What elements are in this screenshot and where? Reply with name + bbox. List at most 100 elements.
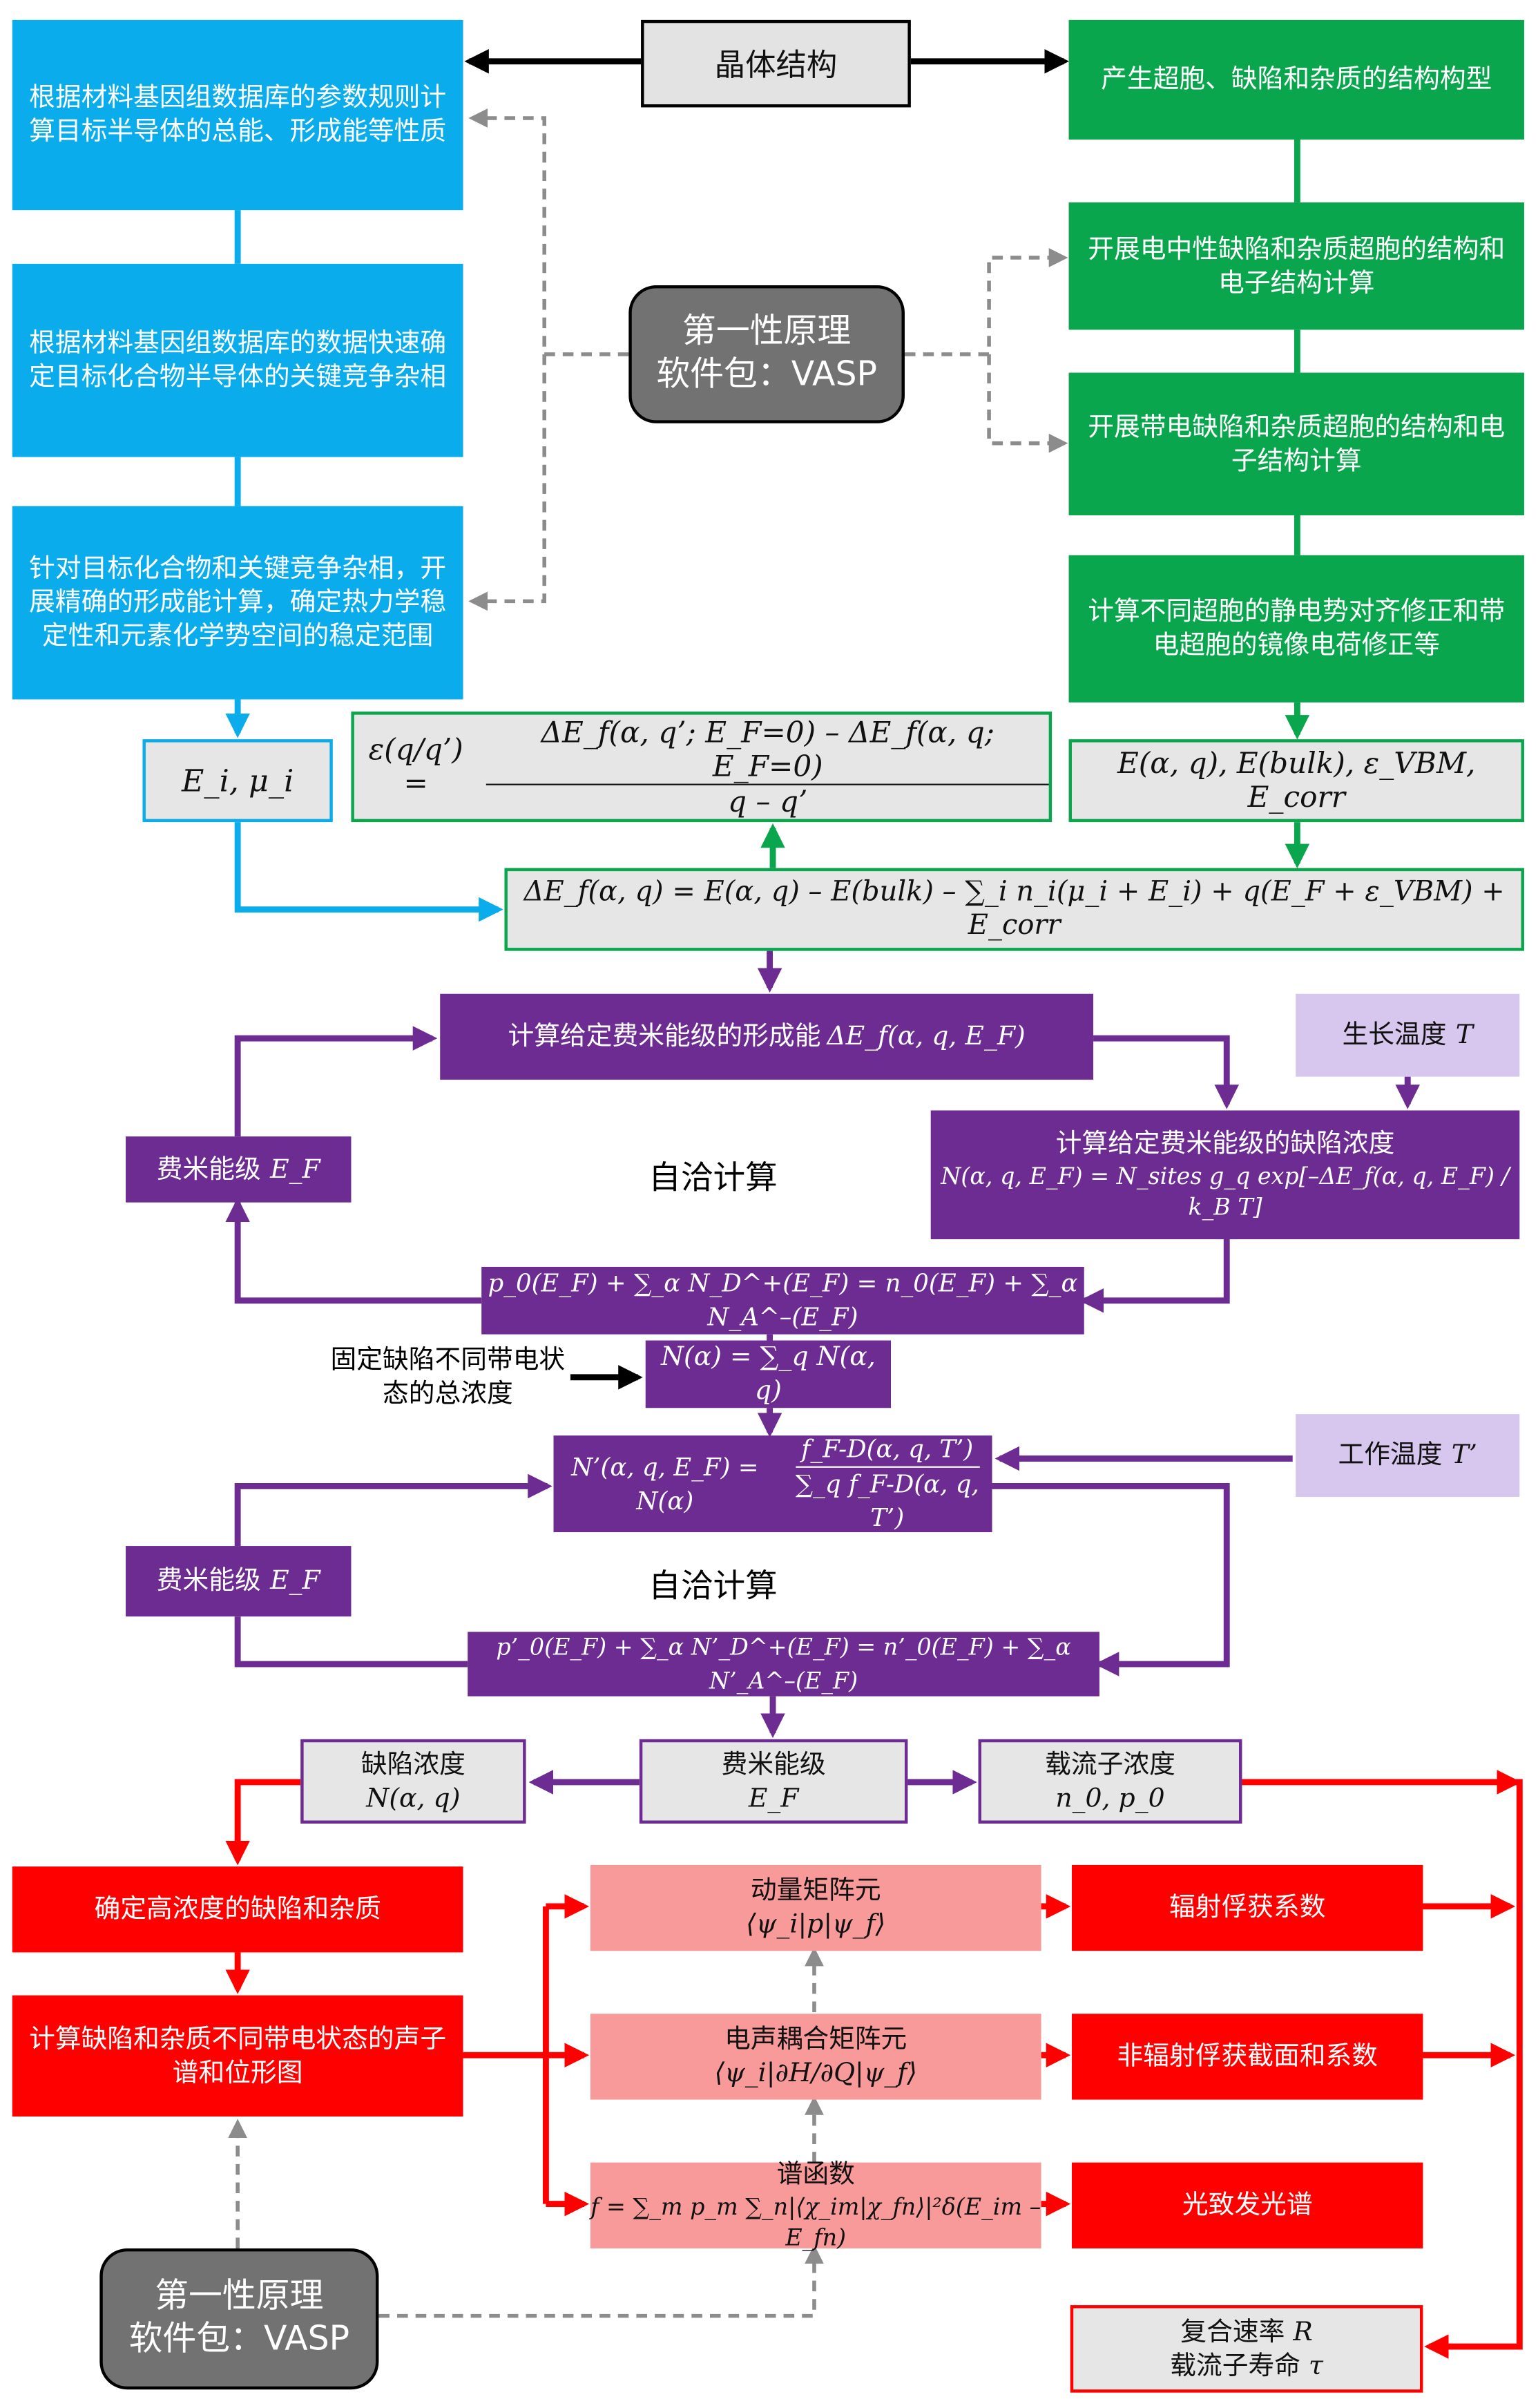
energies-box: E(α, q), E(bulk), ε_VBM, E_corr [1068,739,1524,823]
blue-step-1-text: 根据材料基因组数据库的参数规则计算目标半导体的总能、形成能等性质 [29,82,447,148]
ei-mui-formula: E_i, μ_i [181,762,294,799]
crystal-structure-box: 晶体结构 [641,19,911,108]
fermi-level-2-label: 费米能级 [156,1565,261,1597]
result-carrier-concentration-symbol: n_0, p_0 [1055,1783,1165,1814]
charge-neutrality-1-formula: p_0(E_F) + ∑_α N_D^+(E_F) = n_0(E_F) + ∑… [488,1268,1078,1332]
chemical-potential-box: E_i, μ_i [142,739,333,823]
epsilon-denominator: q – q’ [728,784,808,819]
recombination-rate-label: 复合速率 [1180,2316,1285,2348]
growth-temperature-label: 生长温度 [1342,1020,1447,1051]
total-concentration-formula: N(α) = ∑_q N(α, q) [660,1341,876,1407]
total-concentration-box: N(α) = ∑_q N(α, q) [645,1340,891,1408]
charge-neutrality-box-2: p’_0(E_F) + ∑_α N’_D^+(E_F) = n’_0(E_F) … [468,1632,1099,1697]
red-step-high-concentration-text: 确定高浓度的缺陷和杂质 [94,1894,381,1925]
green-step-1-text: 产生超胞、缺陷和杂质的结构构型 [1101,64,1492,95]
nonradiative-capture-box: 非辐射俘获截面和系数 [1071,2014,1423,2100]
charge-neutrality-box-1: p_0(E_F) + ∑_α N_D^+(E_F) = n_0(E_F) + ∑… [481,1266,1084,1335]
vasp-top-line-2: 软件包：VASP [656,356,877,394]
green-step-4: 计算不同超胞的静电势对齐修正和带电超胞的镜像电荷修正等 [1068,555,1524,703]
crystal-structure-label: 晶体结构 [714,45,838,82]
fixed-concentration-label: 固定缺陷不同带电状态的总浓度 [330,1345,566,1410]
vasp-box-bottom: 第一性原理 软件包：VASP [99,2248,379,2390]
momentum-matrix-box: 动量矩阵元 ⟨ψ_i|p|ψ_f⟩ [590,1864,1041,1951]
green-step-1: 产生超胞、缺陷和杂质的结构构型 [1068,19,1524,140]
transition-level-box: ε(q/q’) = ΔE_f(α, q’; E_F=0) – ΔE_f(α, q… [351,711,1052,823]
formation-energy-box: ΔE_f(α, q) = E(α, q) – E(bulk) – ∑_i n_i… [504,868,1524,951]
vasp-bottom-line-1: 第一性原理 [155,2277,324,2316]
green-step-3-text: 开展带电缺陷和杂质超胞的结构和电子结构计算 [1088,412,1506,477]
fermi-level-1-symbol: E_F [270,1154,320,1185]
redistribution-denominator: ∑_q f_F-D(α, q, T’) [795,1469,979,1533]
redistribution-numerator: f_F-D(α, q, T’) [795,1433,980,1468]
nonradiative-capture-label: 非辐射俘获截面和系数 [1117,2041,1378,2072]
redistribution-lhs: N’(α, q, E_F) = N(α) [571,1451,759,1515]
electron-phonon-formula: ⟨ψ_i|∂H/∂Q|ψ_f⟩ [714,2058,917,2090]
epsilon-numerator: ΔE_f(α, q’; E_F=0) – ΔE_f(α, q; E_F=0) [486,716,1049,785]
red-step-phonon-text: 计算缺陷和杂质不同带电状态的声子谱和位形图 [29,2023,447,2088]
redistribution-fraction: f_F-D(α, q, T’) ∑_q f_F-D(α, q, T’) [782,1433,992,1536]
fermi-level-box-2: 费米能级 E_F [126,1546,352,1617]
defect-concentration-label: 计算给定费米能级的缺陷浓度 [1055,1129,1395,1160]
green-step-2-text: 开展电中性缺陷和杂质超胞的结构和电子结构计算 [1088,233,1506,298]
result-fermi-level-box: 费米能级 E_F [639,1739,908,1824]
recombination-box: 复合速率 R 载流子寿命 τ [1070,2305,1423,2393]
defect-concentration-box: 计算给定费米能级的缺陷浓度 N(α, q, E_F) = N_sites g_q… [930,1110,1520,1240]
self-consistent-label-2: 自洽计算 [648,1567,778,1605]
growth-temperature-box: 生长温度 T [1296,993,1520,1077]
formation-energy-formula: ΔE_f(α, q) = E(α, q) – E(bulk) – ∑_i n_i… [523,875,1505,942]
momentum-matrix-formula: ⟨ψ_i|p|ψ_f⟩ [746,1909,886,1940]
recombination-rate-symbol: R [1293,2316,1313,2348]
vasp-bottom-line-2: 软件包：VASP [128,2320,350,2359]
blue-step-2: 根据材料基因组数据库的数据快速确定目标化合物半导体的关键竞争杂相 [12,263,463,457]
result-fermi-level-label: 费米能级 [721,1749,826,1780]
working-temperature-symbol: T’ [1451,1440,1477,1471]
epsilon-lhs: ε(q/q’) = [368,733,463,801]
result-defect-concentration-box: 缺陷浓度 N(α, q) [300,1739,526,1824]
self-consistent-label-1: 自洽计算 [648,1159,778,1196]
blue-step-2-text: 根据材料基因组数据库的数据快速确定目标化合物半导体的关键竞争杂相 [29,328,447,393]
carrier-lifetime-symbol: τ [1309,2350,1323,2382]
recombination-line-1: 复合速率 R [1180,2315,1312,2349]
photoluminescence-label: 光致发光谱 [1182,2190,1313,2221]
formation-at-fermi-label: 计算给定费米能级的形成能 [508,1021,821,1053]
recombination-line-2: 载流子寿命 τ [1170,2349,1323,2382]
green-step-4-text: 计算不同超胞的静电势对齐修正和带电超胞的镜像电荷修正等 [1088,596,1506,661]
result-fermi-level-symbol: E_F [748,1783,799,1814]
momentum-matrix-label: 动量矩阵元 [750,1875,881,1907]
result-defect-concentration-label: 缺陷浓度 [361,1749,465,1780]
red-step-phonon: 计算缺陷和杂质不同带电状态的声子谱和位形图 [12,1995,463,2117]
redistribution-box: N’(α, q, E_F) = N(α) f_F-D(α, q, T’) ∑_q… [553,1434,992,1533]
vasp-top-line-1: 第一性原理 [682,312,852,352]
green-step-2: 开展电中性缺陷和杂质超胞的结构和电子结构计算 [1068,202,1524,330]
defect-concentration-formula: N(α, q, E_F) = N_sites g_q exp[–ΔE_f(α, … [941,1162,1510,1221]
radiative-capture-box: 辐射俘获系数 [1071,1864,1423,1951]
result-carrier-concentration-box: 载流子浓度 n_0, p_0 [978,1739,1242,1824]
spectral-function-box: 谱函数 f = ∑_m p_m ∑_n|⟨χ_im|χ_fn⟩|²δ(E_im … [590,2159,1041,2251]
radiative-capture-label: 辐射俘获系数 [1169,1892,1326,1924]
charge-neutrality-2-formula: p’_0(E_F) + ∑_α N’_D^+(E_F) = n’_0(E_F) … [496,1633,1071,1695]
growth-temperature-symbol: T [1455,1020,1473,1051]
green-step-3: 开展带电缺陷和杂质超胞的结构和电子结构计算 [1068,372,1524,516]
carrier-lifetime-label: 载流子寿命 [1170,2350,1301,2382]
fermi-level-2-symbol: E_F [270,1565,320,1597]
result-carrier-concentration-label: 载流子浓度 [1045,1749,1175,1780]
fermi-level-box-1: 费米能级 E_F [126,1136,352,1203]
result-defect-concentration-symbol: N(α, q) [366,1783,461,1814]
blue-step-1: 根据材料基因组数据库的参数规则计算目标半导体的总能、形成能等性质 [12,19,463,211]
formation-at-fermi-math: ΔE_f(α, q, E_F) [827,1021,1026,1053]
blue-step-3: 针对目标化合物和关键竞争杂相，开展精确的形成能计算，确定热力学稳定性和元素化学势… [12,506,463,700]
photoluminescence-box: 光致发光谱 [1071,2162,1423,2248]
electron-phonon-label: 电声耦合矩阵元 [724,2024,907,2056]
energies-formula: E(α, q), E(bulk), ε_VBM, E_corr [1117,747,1476,814]
working-temperature-label: 工作温度 [1338,1440,1443,1471]
formation-at-fermi-box: 计算给定费米能级的形成能 ΔE_f(α, q, E_F) [440,993,1094,1080]
blue-step-3-text: 针对目标化合物和关键竞争杂相，开展精确的形成能计算，确定热力学稳定性和元素化学势… [29,553,447,652]
fermi-level-1-label: 费米能级 [156,1154,261,1185]
working-temperature-box: 工作温度 T’ [1296,1414,1520,1498]
electron-phonon-box: 电声耦合矩阵元 ⟨ψ_i|∂H/∂Q|ψ_f⟩ [590,2014,1041,2100]
epsilon-fraction: ΔE_f(α, q’; E_F=0) – ΔE_f(α, q; E_F=0) q… [486,716,1049,819]
spectral-function-formula: f = ∑_m p_m ∑_n|⟨χ_im|χ_fn⟩|²δ(E_im – E_… [590,2193,1041,2252]
spectral-function-label: 谱函数 [776,2159,855,2190]
vasp-box-top: 第一性原理 软件包：VASP [628,285,905,423]
